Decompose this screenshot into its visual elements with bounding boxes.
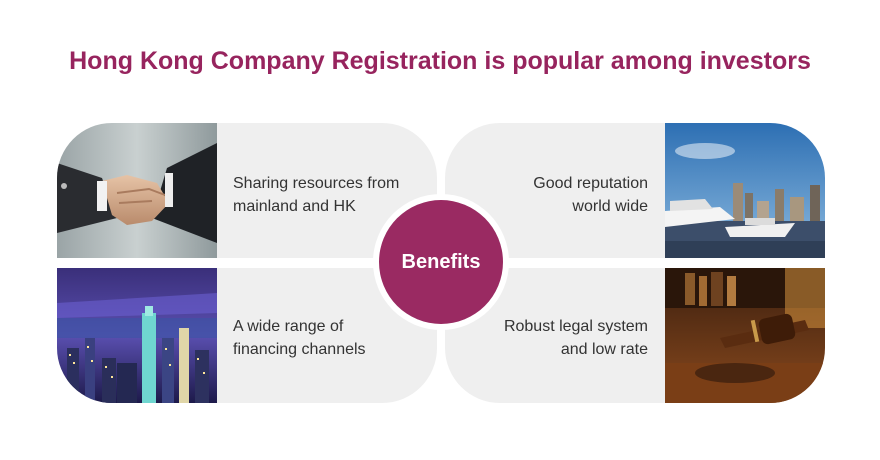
benefit-line: mainland and HK bbox=[233, 198, 356, 215]
benefit-text-financing: A wide range of financing channels bbox=[233, 315, 366, 361]
benefits-hub: Benefits bbox=[379, 200, 503, 324]
benefit-text-resources: Sharing resources from mainland and HK bbox=[233, 172, 399, 218]
benefit-line: A wide range of bbox=[233, 318, 344, 335]
judge-gavel-photo bbox=[665, 268, 825, 403]
hong-kong-night-skyline-photo bbox=[57, 268, 217, 403]
benefit-text-reputation: Good reputation world wide bbox=[533, 172, 648, 218]
handshake-photo bbox=[57, 123, 217, 258]
benefit-line: Good reputation bbox=[533, 175, 648, 192]
benefit-line: Robust legal system bbox=[503, 318, 648, 335]
harbour-yachts-photo bbox=[665, 123, 825, 258]
page-title: Hong Kong Company Registration is popula… bbox=[69, 47, 811, 75]
benefit-line: financing channels bbox=[233, 341, 366, 358]
benefit-text-legal: Robust legal system and low rate bbox=[504, 315, 648, 361]
benefit-line: and low rate bbox=[560, 341, 648, 358]
benefit-line: world wide bbox=[572, 198, 648, 215]
benefit-line: Sharing resources from bbox=[233, 175, 400, 192]
hub-label: Benefits bbox=[401, 250, 481, 273]
